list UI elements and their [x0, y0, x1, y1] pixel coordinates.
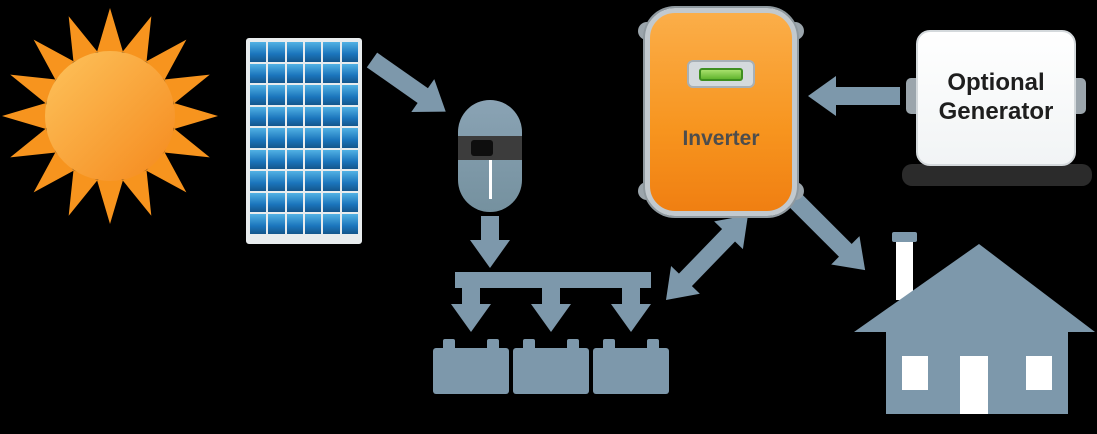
battery-icon-1	[433, 339, 509, 394]
solar-cell	[323, 128, 340, 148]
generator-shadow	[902, 164, 1092, 186]
solar-cell	[268, 42, 285, 62]
solar-cell	[323, 171, 340, 191]
solar-cell	[268, 214, 285, 234]
solar-cell	[323, 63, 340, 84]
battery-terminal	[443, 339, 455, 349]
solar-cell	[305, 192, 322, 213]
arrow-shaft	[786, 191, 854, 259]
sun-icon	[2, 8, 218, 224]
solar-cell	[250, 171, 267, 191]
solar-cell	[286, 128, 303, 148]
door	[960, 356, 988, 414]
arrow-shaft	[462, 286, 480, 306]
solar-cell	[305, 128, 322, 148]
solar-cell	[323, 149, 340, 170]
inverter-display-bezel	[687, 60, 755, 88]
inverter-label: Inverter	[682, 127, 760, 150]
inverter-icon	[645, 8, 797, 216]
solar-cell	[250, 149, 267, 170]
solar-cell	[305, 171, 322, 191]
solar-cell	[286, 171, 303, 191]
battery-terminal	[487, 339, 499, 349]
solar-cell	[286, 214, 303, 234]
arrow-shaft	[481, 216, 499, 242]
house-icon	[854, 232, 1095, 414]
solar-cell	[341, 106, 358, 127]
arrow-head	[531, 304, 571, 332]
solar-cell	[250, 214, 267, 234]
inverter-led-indicator	[699, 67, 743, 81]
solar-cell	[268, 149, 285, 170]
solar-cell	[323, 42, 340, 62]
chimney-cap	[892, 232, 917, 242]
battery-icon-3	[593, 339, 669, 394]
roof	[854, 244, 1095, 332]
battery-terminal	[567, 339, 579, 349]
arrow-head	[451, 304, 491, 332]
solar-cell	[250, 42, 267, 62]
solar-cell	[286, 85, 303, 105]
solar-cell	[250, 192, 267, 213]
window-right	[1026, 356, 1052, 390]
solar-cell	[341, 128, 358, 148]
solar-cell	[268, 171, 285, 191]
window-left	[902, 356, 928, 390]
solar-cell	[286, 63, 303, 84]
sun-disc	[45, 51, 175, 181]
solar-cell	[268, 63, 285, 84]
solar-cell	[341, 214, 358, 234]
solar-cell	[341, 192, 358, 213]
solar-cell	[268, 106, 285, 127]
solar-cell	[268, 85, 285, 105]
solar-cell	[341, 63, 358, 84]
controller-switch	[471, 140, 493, 156]
solar-cell	[286, 192, 303, 213]
arrow-shaft	[542, 286, 560, 306]
solar-cell	[341, 149, 358, 170]
solar-cell	[250, 85, 267, 105]
solar-cell	[305, 42, 322, 62]
battery-terminal	[647, 339, 659, 349]
chimney	[896, 238, 913, 300]
solar-cell	[250, 128, 267, 148]
solar-cell	[323, 106, 340, 127]
solar-cell	[305, 106, 322, 127]
solar-cell	[305, 214, 322, 234]
solar-cell	[341, 171, 358, 191]
solar-cell	[323, 214, 340, 234]
battery-bus-bar	[455, 272, 651, 288]
battery-terminal	[523, 339, 535, 349]
arrow-shaft	[366, 52, 430, 105]
solar-cell	[250, 63, 267, 84]
solar-cell	[250, 106, 267, 127]
battery-icon-2	[513, 339, 589, 394]
solar-cell	[286, 149, 303, 170]
solar-cell	[286, 42, 303, 62]
solar-cell	[305, 85, 322, 105]
arrow-head	[611, 304, 651, 332]
solar-cell	[286, 106, 303, 127]
solar-cell	[268, 128, 285, 148]
solar-cell	[323, 85, 340, 105]
solar-cell	[268, 192, 285, 213]
arrow-shaft	[622, 286, 640, 306]
controller-indicator-line	[488, 158, 492, 199]
arrow-shaft	[677, 227, 737, 288]
arrow-head	[808, 76, 836, 116]
solar-cell	[305, 149, 322, 170]
arrow-head	[470, 240, 510, 268]
solar-cell	[341, 42, 358, 62]
solar-cell	[341, 85, 358, 105]
generator-label: Optional Generator	[938, 69, 1054, 125]
arrow-shaft	[834, 87, 900, 105]
solar-cell	[323, 192, 340, 213]
battery-terminal	[603, 339, 615, 349]
charge-controller-icon	[458, 100, 522, 212]
solar-panel-icon	[246, 38, 362, 244]
generator-icon: Optional Generator	[916, 30, 1076, 166]
solar-cell	[305, 63, 322, 84]
